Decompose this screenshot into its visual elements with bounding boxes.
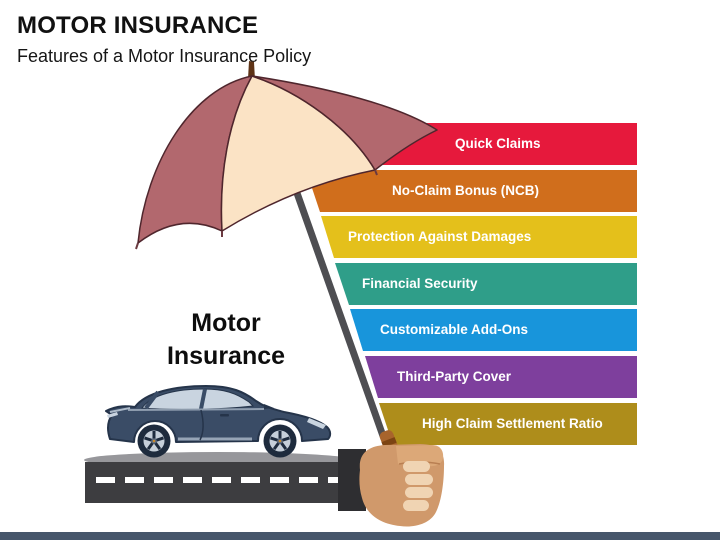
feature-bar-label: Third-Party Cover bbox=[397, 369, 512, 384]
feature-bar-label: Protection Against Damages bbox=[348, 229, 532, 244]
feature-bar: Customizable Add-Ons bbox=[350, 309, 637, 351]
feature-bar: Third-Party Cover bbox=[365, 356, 637, 398]
umbrella-panel-left bbox=[137, 75, 253, 244]
car-door-handle bbox=[220, 414, 229, 417]
car-windows bbox=[141, 388, 255, 410]
feature-bar-label: Customizable Add-Ons bbox=[380, 322, 529, 337]
car-rear-wheel bbox=[137, 424, 171, 458]
footer-bar bbox=[0, 532, 720, 540]
car-taillight bbox=[107, 412, 118, 418]
center-label: Motor Insurance bbox=[120, 307, 332, 373]
feature-bar: High Claim Settlement Ratio bbox=[379, 403, 637, 445]
feature-bar: Financial Security bbox=[335, 263, 637, 305]
center-label-line1: Motor bbox=[191, 309, 261, 337]
feature-bar-label: Quick Claims bbox=[455, 136, 541, 151]
center-label-line2: Insurance bbox=[166, 342, 286, 370]
feature-bar-label: High Claim Settlement Ratio bbox=[422, 416, 603, 431]
feature-bar: No-Claim Bonus (NCB) bbox=[306, 170, 637, 212]
feature-bar: Protection Against Damages bbox=[321, 216, 637, 258]
page-title: MOTOR INSURANCE bbox=[17, 12, 259, 39]
page-subtitle: Features of a Motor Insurance Policy bbox=[17, 46, 312, 66]
feature-bar: Quick Claims bbox=[292, 123, 637, 165]
car-mirror bbox=[264, 404, 274, 409]
feature-bar-label: No-Claim Bonus (NCB) bbox=[392, 183, 539, 198]
feature-bar-label: Financial Security bbox=[362, 276, 478, 291]
